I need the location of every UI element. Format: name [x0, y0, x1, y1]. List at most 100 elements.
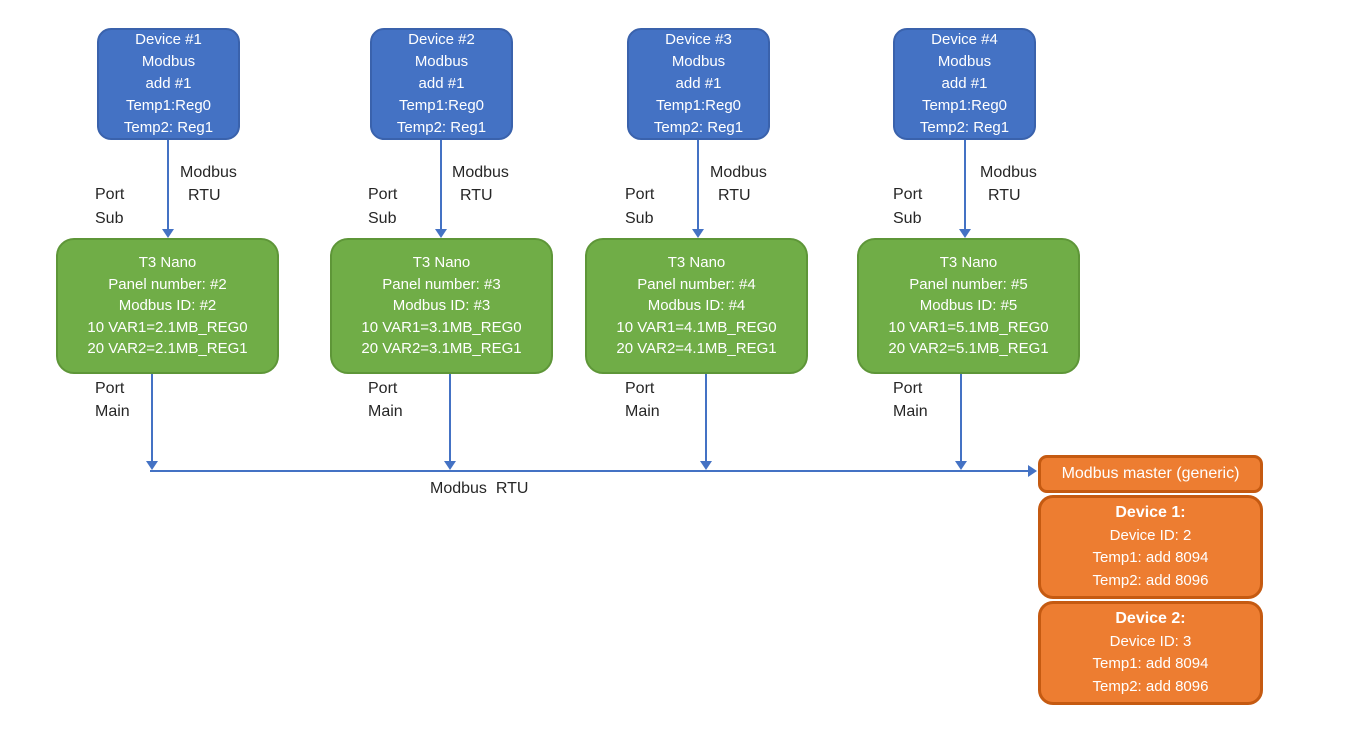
device-line: Temp1:Reg0: [398, 97, 485, 114]
master-device-line: Temp1: add 8094: [1092, 549, 1209, 566]
modbus-rtu-label: Modbus: [452, 164, 509, 181]
master-device-title: Device 2:: [1115, 610, 1186, 627]
port-sub-label: Port: [625, 186, 655, 203]
panel-title: T3 Nano: [412, 254, 471, 272]
panel-line: 10 VAR1=3.1MB_REG0: [361, 318, 522, 336]
panel-line: 20 VAR2=3.1MB_REG1: [361, 340, 522, 358]
panel-title: T3 Nano: [939, 254, 998, 272]
port-main-label: Port: [368, 380, 398, 397]
device-line: Temp2: Reg1: [123, 119, 214, 136]
connector-line-panel-to-bus-3: [705, 374, 707, 462]
device-line: Modbus: [671, 53, 726, 70]
panel-line: 20 VAR2=5.1MB_REG1: [888, 340, 1049, 358]
modbus-rtu-label: Modbus: [180, 164, 237, 181]
device-line: Modbus: [414, 53, 469, 70]
connector-line-device-to-panel-2: [440, 140, 442, 230]
device-line: add #1: [675, 75, 722, 92]
master-device-line: Temp1: add 8094: [1092, 655, 1209, 672]
arrowhead-down-icon: [146, 461, 158, 470]
device-box-3: Device #3 Modbus add #1 Temp1:Reg0 Temp2…: [627, 28, 770, 140]
port-main-label: Port: [625, 380, 655, 397]
master-device-line: Temp2: add 8096: [1092, 677, 1209, 695]
port-main-label: Port: [893, 380, 923, 397]
port-main-label: Port: [95, 380, 125, 397]
master-device-box-1: Device 1: Device ID: 2 Temp1: add 8094 T…: [1038, 495, 1263, 599]
panel-box-2: T3 Nano Panel number: #3 Modbus ID: #3 1…: [330, 238, 553, 374]
device-line: Temp1:Reg0: [921, 97, 1008, 114]
arrowhead-down-icon: [955, 461, 967, 470]
device-line: Temp2: Reg1: [396, 119, 487, 136]
master-title: Modbus master (generic): [1061, 465, 1240, 482]
modbus-rtu-label: RTU: [718, 187, 751, 204]
connector-line-device-to-panel-1: [167, 140, 169, 230]
device-line: Temp1:Reg0: [125, 97, 212, 114]
port-sub-label: Sub: [893, 210, 922, 227]
arrowhead-down-icon: [692, 229, 704, 238]
port-sub-label: Port: [893, 186, 923, 203]
port-main-label: Main: [368, 403, 403, 420]
device-title: Device #4: [931, 31, 998, 48]
device-line: Temp2: Reg1: [653, 119, 744, 136]
arrowhead-right-icon: [1028, 465, 1037, 477]
modbus-rtu-label: Modbus: [980, 164, 1037, 181]
port-sub-label: Sub: [95, 210, 124, 227]
connector-line-panel-to-bus-2: [449, 374, 451, 462]
port-main-label: Main: [893, 403, 928, 420]
panel-line: 10 VAR1=5.1MB_REG0: [888, 318, 1049, 336]
master-device-line: Device ID: 3: [1109, 632, 1192, 650]
modbus-rtu-label: RTU: [460, 187, 493, 204]
master-device-line: Device ID: 2: [1109, 526, 1192, 544]
panel-line: Modbus ID: #3: [392, 297, 491, 315]
device-line: Temp1:Reg0: [655, 97, 742, 114]
modbus-rtu-label: RTU: [188, 187, 221, 204]
port-sub-label: Port: [95, 186, 125, 203]
panel-line: Panel number: #2: [108, 275, 227, 293]
arrowhead-down-icon: [700, 461, 712, 470]
connector-line-device-to-panel-4: [964, 140, 966, 230]
connector-line-device-to-panel-3: [697, 140, 699, 230]
panel-box-1: T3 Nano Panel number: #2 Modbus ID: #2 1…: [56, 238, 279, 374]
modbus-rtu-label: Modbus: [710, 164, 767, 181]
master-device-line: Temp2: add 8096: [1092, 571, 1209, 589]
panel-line: Modbus ID: #5: [919, 297, 1018, 315]
master-device-title: Device 1:: [1115, 504, 1186, 521]
port-sub-label: Port: [368, 186, 398, 203]
device-line: Temp2: Reg1: [919, 119, 1010, 136]
device-line: add #1: [145, 75, 192, 92]
panel-box-4: T3 Nano Panel number: #5 Modbus ID: #5 1…: [857, 238, 1080, 374]
device-line: Modbus: [937, 53, 992, 70]
panel-line: 10 VAR1=2.1MB_REG0: [87, 318, 248, 336]
panel-line: 20 VAR2=2.1MB_REG1: [87, 340, 248, 358]
device-line: Modbus: [141, 53, 196, 70]
arrowhead-down-icon: [444, 461, 456, 470]
port-sub-label: Sub: [625, 210, 654, 227]
modbus-master-box: Modbus master (generic): [1038, 455, 1263, 493]
arrowhead-down-icon: [162, 229, 174, 238]
panel-line: Modbus ID: #2: [118, 297, 217, 315]
device-line: add #1: [941, 75, 988, 92]
device-box-4: Device #4 Modbus add #1 Temp1:Reg0 Temp2…: [893, 28, 1036, 140]
modbus-rtu-label: RTU: [988, 187, 1021, 204]
port-main-label: Main: [95, 403, 130, 420]
modbus-bus-line: [150, 470, 1028, 472]
device-box-2: Device #2 Modbus add #1 Temp1:Reg0 Temp2…: [370, 28, 513, 140]
panel-line: Panel number: #3: [382, 275, 501, 293]
port-sub-label: Sub: [368, 210, 397, 227]
device-box-1: Device #1 Modbus add #1 Temp1:Reg0 Temp2…: [97, 28, 240, 140]
port-main-label: Main: [625, 403, 660, 420]
device-line: add #1: [418, 75, 465, 92]
connector-line-panel-to-bus-4: [960, 374, 962, 462]
master-device-box-2: Device 2: Device ID: 3 Temp1: add 8094 T…: [1038, 601, 1263, 705]
arrowhead-down-icon: [435, 229, 447, 238]
device-title: Device #3: [665, 31, 732, 48]
panel-title: T3 Nano: [138, 254, 197, 272]
panel-line: Panel number: #4: [637, 275, 756, 293]
device-title: Device #2: [408, 31, 475, 48]
panel-line: 20 VAR2=4.1MB_REG1: [616, 340, 777, 358]
connector-line-panel-to-bus-1: [151, 374, 153, 462]
bus-label: Modbus RTU: [430, 480, 529, 497]
panel-line: Modbus ID: #4: [647, 297, 746, 315]
panel-box-3: T3 Nano Panel number: #4 Modbus ID: #4 1…: [585, 238, 808, 374]
device-title: Device #1: [135, 31, 202, 48]
